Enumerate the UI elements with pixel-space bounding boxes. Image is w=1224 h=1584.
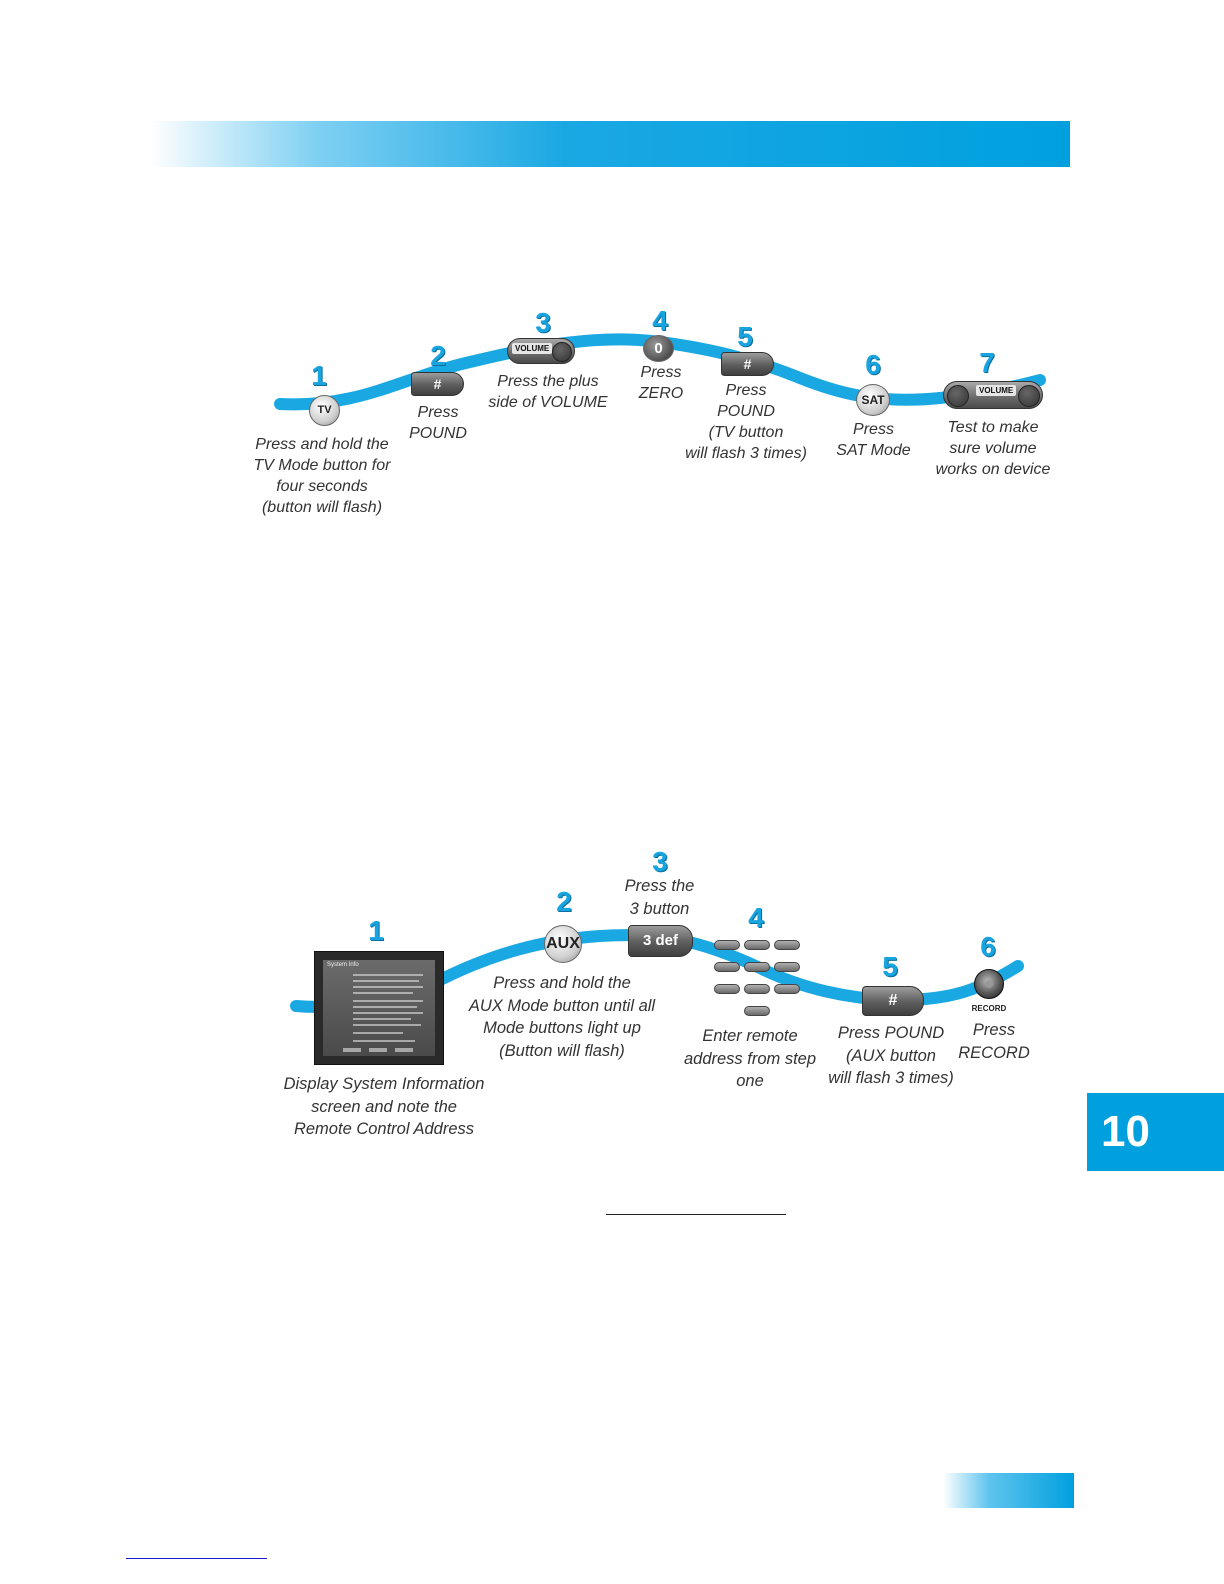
step-number: 7 bbox=[967, 347, 1007, 379]
step-number: 5 bbox=[725, 321, 765, 353]
keypad-key bbox=[714, 940, 740, 950]
volume-button: VOLUME bbox=[507, 338, 575, 364]
step-caption: Press POUND (TV button will flash 3 time… bbox=[671, 380, 821, 464]
volume-label: VOLUME bbox=[512, 343, 552, 354]
step-number: 4 bbox=[640, 305, 680, 337]
aux-mode-button: AUX bbox=[544, 925, 582, 963]
tv-mode-button: TV bbox=[309, 395, 340, 426]
volume-plus-icon bbox=[552, 342, 572, 362]
keypad-key bbox=[744, 1006, 770, 1016]
volume-button: VOLUME bbox=[943, 381, 1043, 409]
system-info-title: System Info bbox=[327, 962, 359, 968]
keypad-key bbox=[774, 962, 800, 972]
record-label: RECORD bbox=[969, 1004, 1009, 1013]
keypad-key bbox=[744, 962, 770, 972]
step-number: 1 bbox=[299, 360, 339, 392]
step-caption: Press the plus side of VOLUME bbox=[473, 371, 623, 413]
step-number: 6 bbox=[968, 931, 1008, 963]
step-number: 4 bbox=[736, 902, 776, 934]
step-caption: Press POUND bbox=[393, 402, 483, 444]
footer-link-underline bbox=[126, 1558, 267, 1559]
volume-plus-icon bbox=[1018, 385, 1040, 407]
step-number: 5 bbox=[870, 951, 910, 983]
step-caption: Press SAT Mode bbox=[826, 419, 921, 461]
divider-line bbox=[606, 1214, 786, 1215]
step-caption: Test to make sure volume works on device bbox=[921, 417, 1065, 480]
step-caption: Press and hold the TV Mode button for fo… bbox=[232, 434, 412, 518]
step-caption: Press the 3 button bbox=[612, 875, 707, 920]
record-icon bbox=[985, 980, 993, 988]
pound-button: # bbox=[862, 986, 924, 1016]
keypad-key bbox=[774, 940, 800, 950]
step-number: 1 bbox=[356, 915, 396, 947]
step-number: 2 bbox=[418, 340, 458, 372]
step-caption: Display System Information screen and no… bbox=[274, 1073, 494, 1141]
record-button bbox=[974, 969, 1004, 999]
step-caption: Press RECORD bbox=[952, 1019, 1036, 1064]
step-caption: Press POUND (AUX button will flash 3 tim… bbox=[822, 1022, 960, 1090]
step-caption: Press and hold the AUX Mode button until… bbox=[457, 972, 667, 1062]
step-number: 3 bbox=[523, 307, 563, 339]
pound-button: # bbox=[721, 352, 774, 376]
pound-button: # bbox=[411, 372, 464, 396]
volume-label: VOLUME bbox=[976, 385, 1016, 396]
sat-mode-button: SAT bbox=[856, 384, 890, 416]
three-button: 3 def bbox=[628, 925, 693, 957]
step-number: 6 bbox=[853, 349, 893, 381]
step-caption: Enter remote address from step one bbox=[679, 1025, 821, 1093]
keypad-key bbox=[744, 940, 770, 950]
keypad-key bbox=[774, 984, 800, 994]
step-number: 2 bbox=[544, 886, 584, 918]
step-number: 3 bbox=[640, 846, 680, 878]
keypad-key bbox=[744, 984, 770, 994]
zero-button: 0 bbox=[643, 335, 674, 362]
system-info-screen: System Info bbox=[314, 951, 444, 1065]
keypad-key bbox=[714, 962, 740, 972]
keypad-key bbox=[714, 984, 740, 994]
number-keypad bbox=[714, 938, 804, 1018]
volume-minus-icon bbox=[947, 385, 969, 407]
